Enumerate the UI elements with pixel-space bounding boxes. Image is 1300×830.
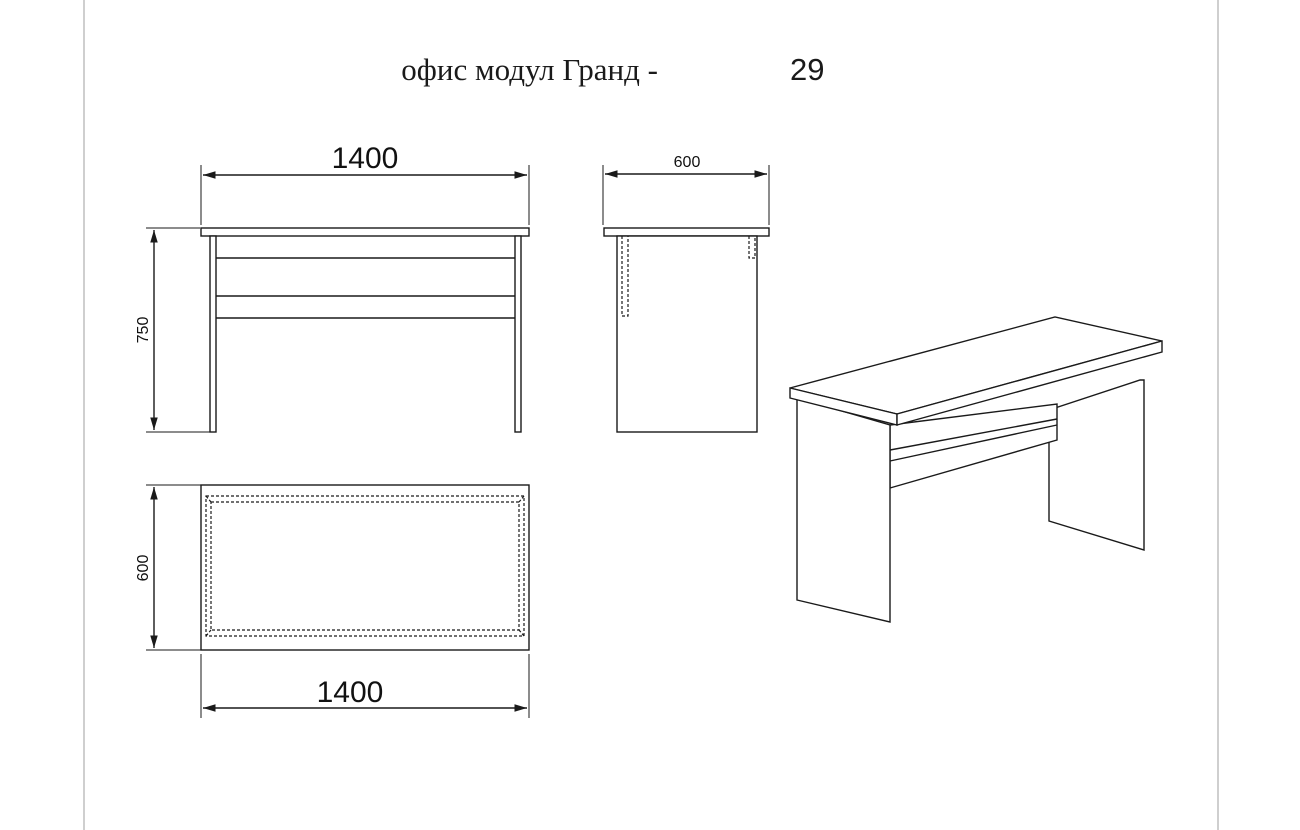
front-width-label: 1400 bbox=[332, 142, 399, 175]
title-main-text: офис модул Гранд - bbox=[401, 52, 658, 87]
front-view: 1400 750 bbox=[135, 142, 530, 433]
title-number: 29 bbox=[790, 52, 824, 87]
isometric-view bbox=[789, 316, 1163, 623]
top-width-label: 1400 bbox=[317, 676, 384, 709]
top-view: 600 1400 bbox=[135, 484, 530, 718]
top-depth-label: 600 bbox=[135, 555, 152, 582]
drawing-title: офис модул Гранд - bbox=[401, 52, 658, 87]
page-frame bbox=[83, 0, 1219, 830]
front-height-label: 750 bbox=[135, 317, 152, 344]
side-view: 600 bbox=[602, 154, 770, 433]
side-depth-label: 600 bbox=[674, 154, 701, 171]
